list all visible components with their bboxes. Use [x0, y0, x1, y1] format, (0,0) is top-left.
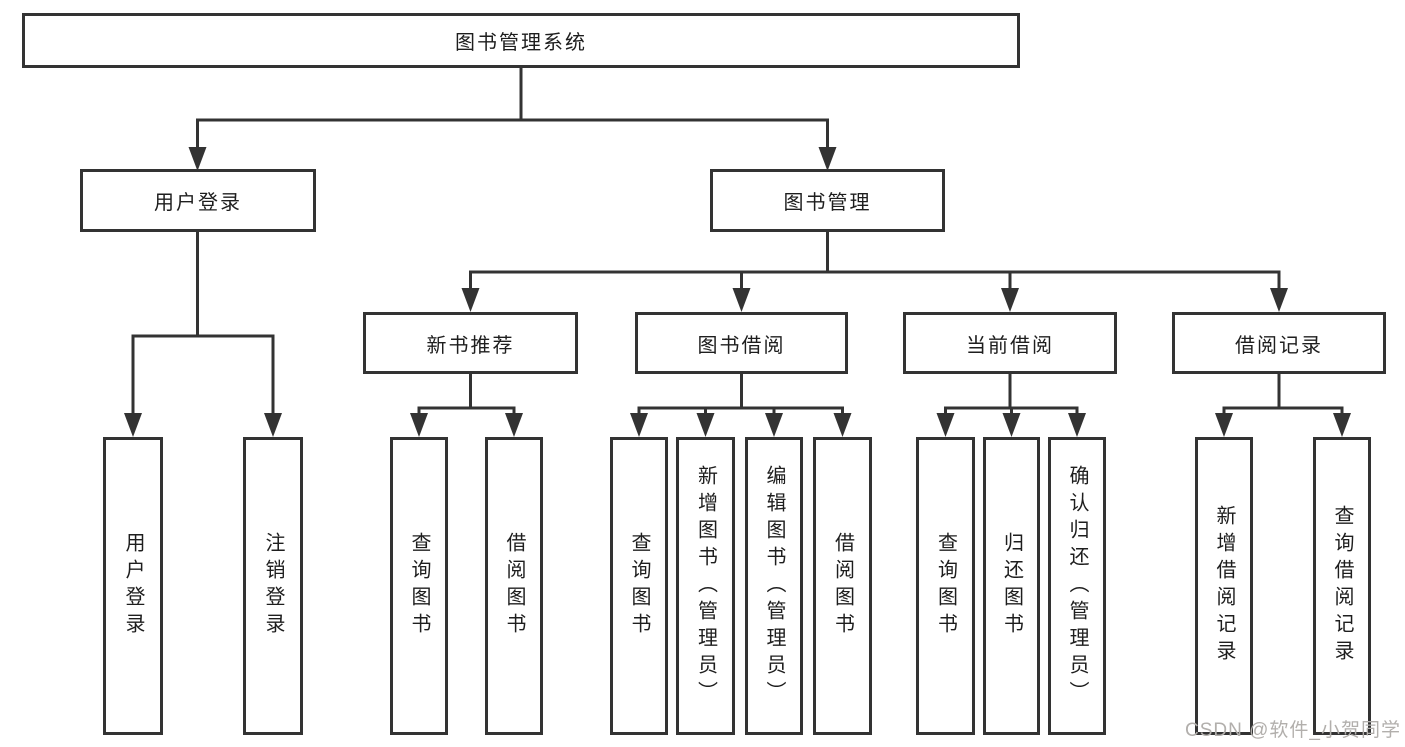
leaf-query-books-current: 查询图书 — [916, 437, 975, 735]
leaf-user-login-label: 用户登录 — [122, 532, 144, 640]
node-current-borrow-label: 当前借阅 — [966, 334, 1054, 357]
node-book-borrow-label: 图书借阅 — [697, 334, 786, 357]
node-root-label: 图书管理系统 — [455, 32, 587, 54]
leaf-query-borrow-record: 查询借阅记录 — [1313, 437, 1371, 735]
leaf-query-books-recommend-label: 查询图书 — [408, 532, 430, 640]
node-book-management: 图书管理 — [710, 169, 945, 232]
leaf-add-book-admin-label: 新增图书（管理员） — [694, 464, 717, 708]
leaf-add-book-admin: 新增图书（管理员） — [676, 437, 735, 735]
connector-borrow-records-group — [1222, 374, 1344, 416]
leaf-logout: 注销登录 — [243, 437, 303, 735]
node-root: 图书管理系统 — [22, 13, 1020, 68]
leaf-query-books-current-label: 查询图书 — [934, 532, 957, 640]
leaf-query-books-borrow: 查询图书 — [610, 437, 668, 735]
leaf-confirm-return-admin-label: 确认归还（管理员） — [1066, 464, 1088, 708]
connector-current-borrow-group — [944, 374, 1079, 416]
connector-new-book-recommend-group — [417, 374, 516, 416]
connector-root-to-level2 — [196, 68, 829, 150]
leaf-borrow-books-recommend: 借阅图书 — [485, 437, 543, 735]
arrowheads-level3 — [461, 288, 1288, 312]
node-book-borrow: 图书借阅 — [635, 312, 848, 374]
leaf-return-book: 归还图书 — [983, 437, 1040, 735]
leaf-logout-label: 注销登录 — [262, 532, 284, 640]
leaf-borrow-books-borrow: 借阅图书 — [813, 437, 872, 735]
node-new-book-recommend: 新书推荐 — [363, 312, 578, 374]
node-new-book-recommend-label: 新书推荐 — [426, 334, 515, 357]
connector-book-borrow-group — [637, 374, 844, 416]
leaf-query-books-borrow-label: 查询图书 — [628, 532, 650, 640]
leaf-borrow-books-borrow-label: 借阅图书 — [831, 532, 854, 640]
leaf-query-books-recommend: 查询图书 — [390, 437, 448, 735]
leaf-query-borrow-record-label: 查询借阅记录 — [1331, 505, 1353, 667]
arrowheads-level2 — [188, 147, 837, 171]
connector-book-management-to-level3 — [469, 231, 1281, 291]
leaf-add-borrow-record: 新增借阅记录 — [1195, 437, 1253, 735]
leaf-return-book-label: 归还图书 — [1000, 532, 1023, 640]
node-borrow-records: 借阅记录 — [1172, 312, 1386, 374]
arrowheads-level4 — [124, 413, 1351, 437]
leaf-edit-book-admin: 编辑图书（管理员） — [745, 437, 803, 735]
node-user-login: 用户登录 — [80, 169, 316, 232]
node-user-login-label: 用户登录 — [154, 192, 242, 214]
connector-user-login-group — [131, 232, 275, 416]
csdn-watermark: CSDN @软件_小贺同学 — [1185, 720, 1401, 741]
leaf-user-login: 用户登录 — [103, 437, 163, 735]
node-book-management-label: 图书管理 — [783, 192, 872, 214]
leaf-borrow-books-recommend-label: 借阅图书 — [503, 532, 525, 640]
node-borrow-records-label: 借阅记录 — [1235, 334, 1323, 357]
leaf-confirm-return-admin: 确认归还（管理员） — [1048, 437, 1106, 735]
leaf-edit-book-admin-label: 编辑图书（管理员） — [763, 464, 785, 708]
node-current-borrow: 当前借阅 — [903, 312, 1117, 374]
leaf-add-borrow-record-label: 新增借阅记录 — [1213, 505, 1235, 667]
